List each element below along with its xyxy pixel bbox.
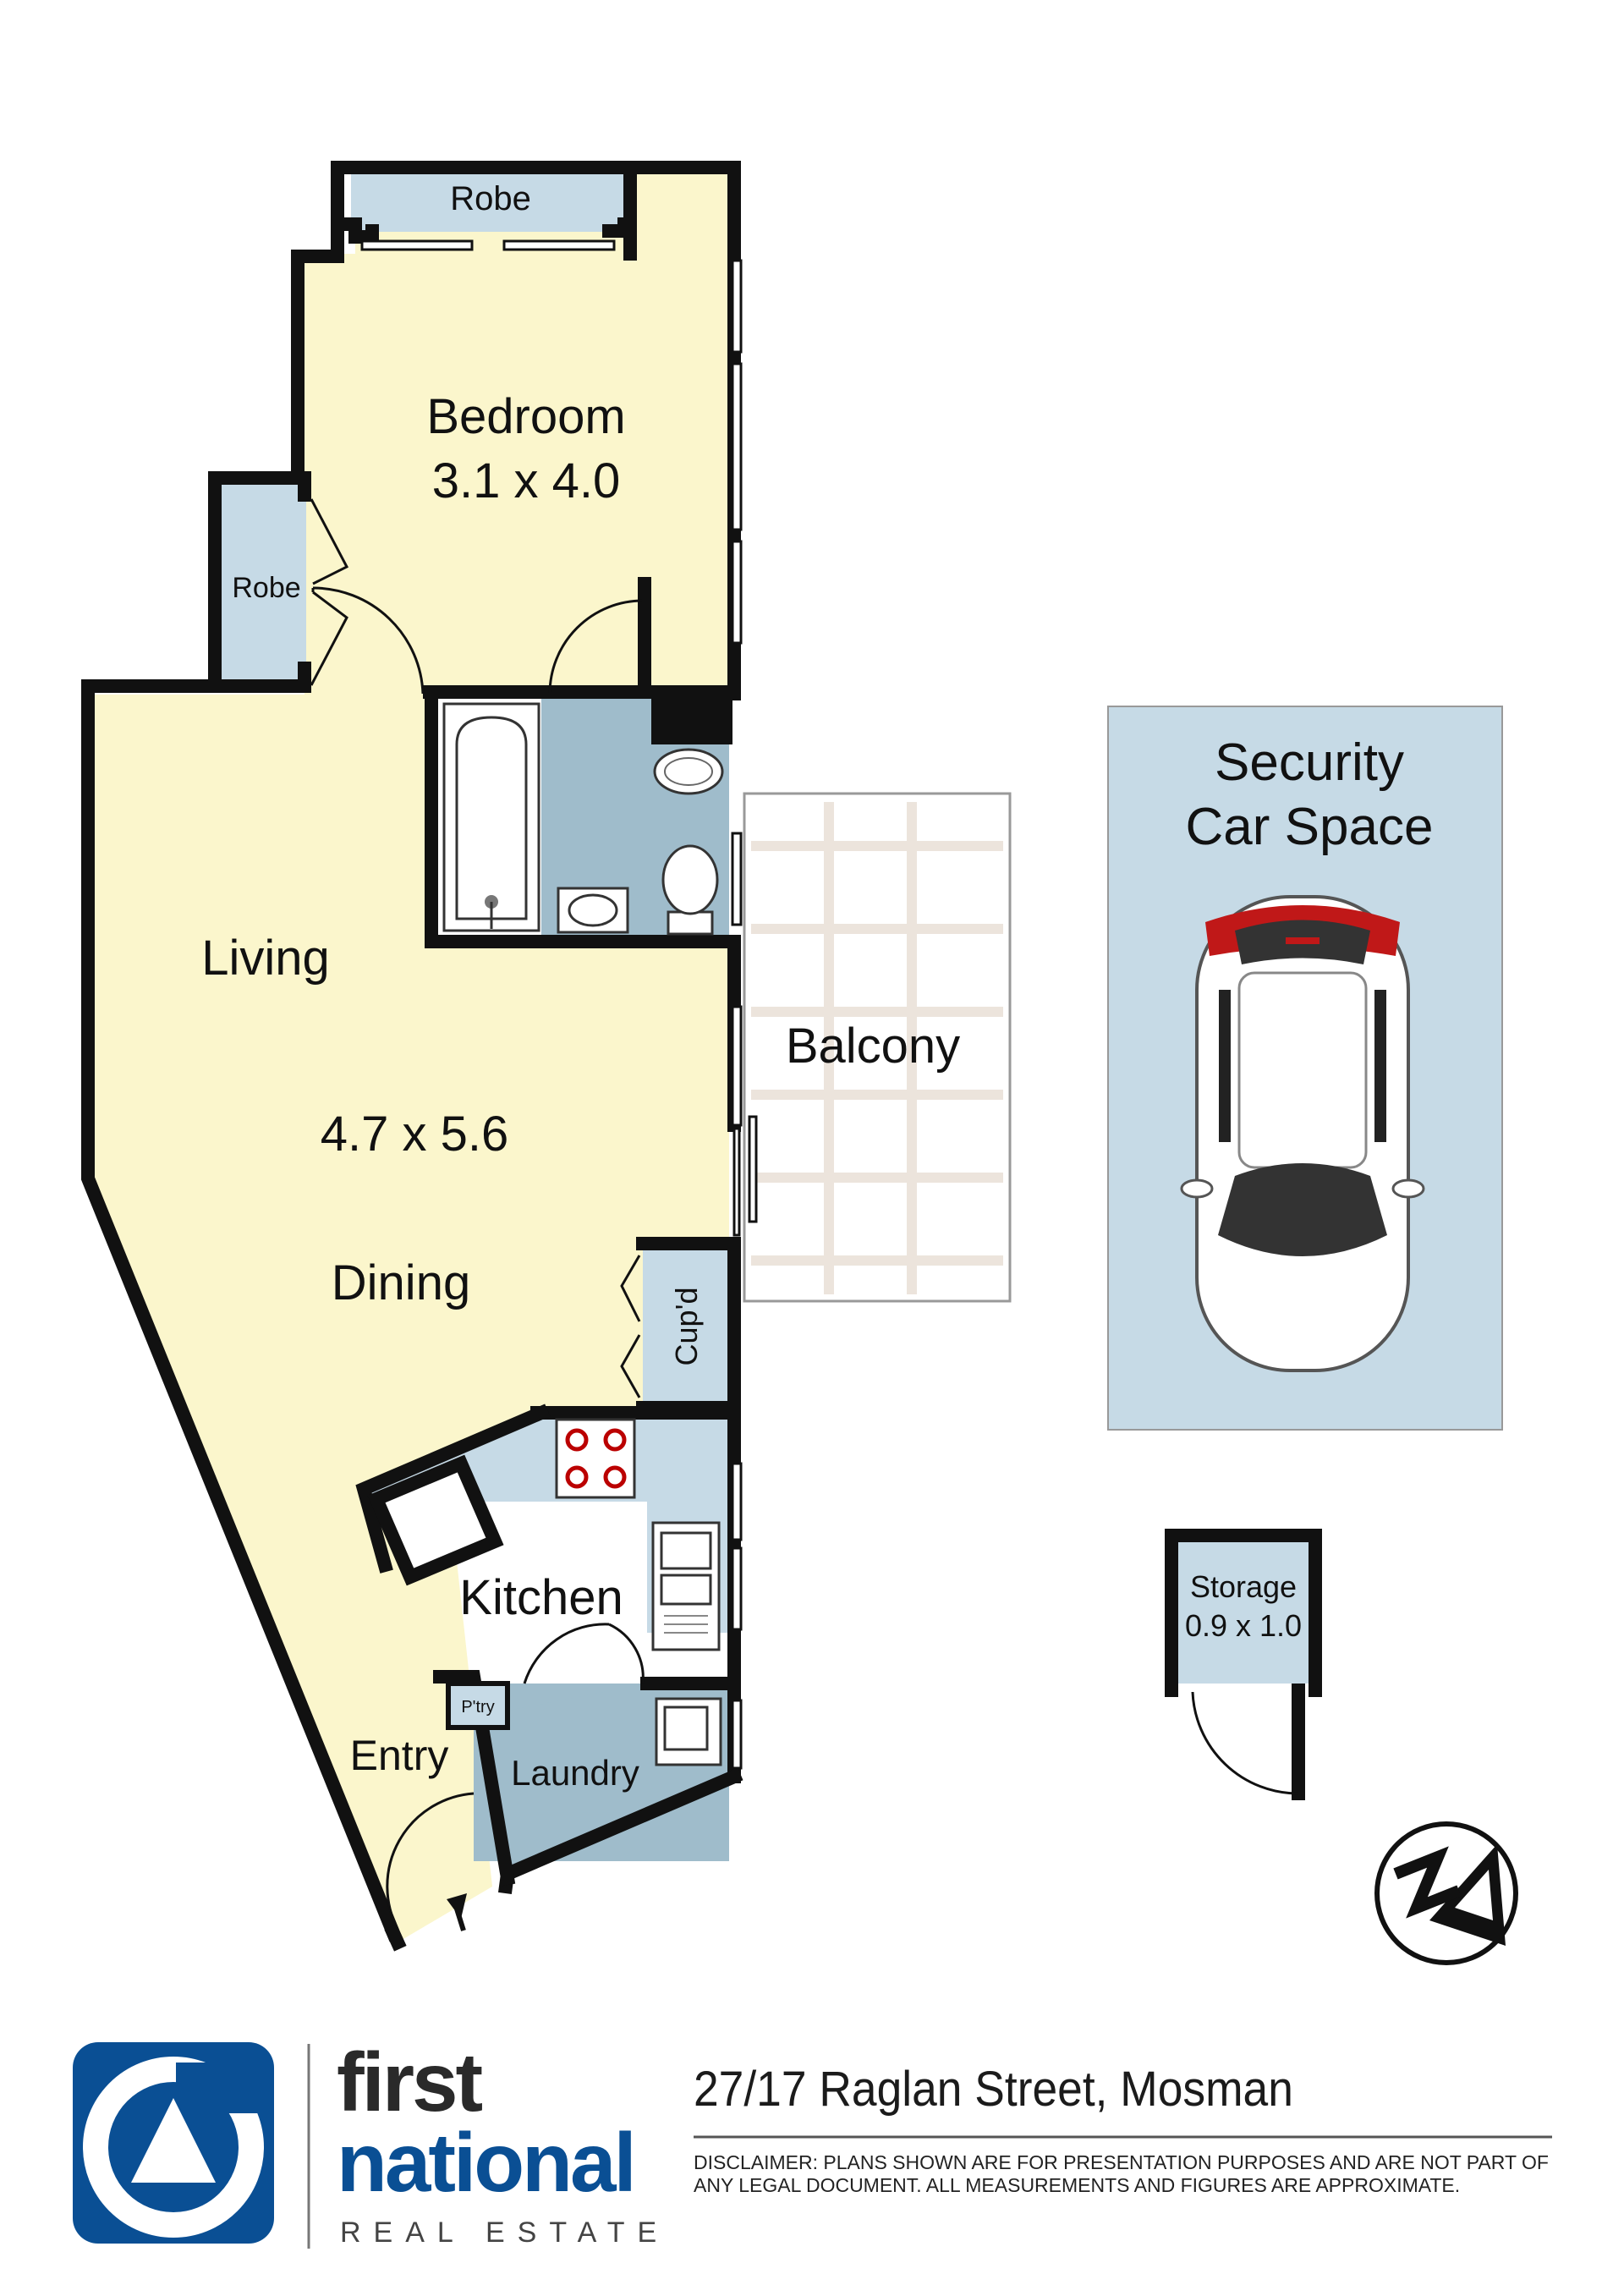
robe-side-fill (215, 484, 306, 685)
pantry-label: P'try (461, 1698, 494, 1717)
robe-side-label: Robe (232, 572, 300, 604)
living-dining-floor (89, 695, 729, 1942)
bathtub-icon (442, 702, 540, 932)
balcony-label: Balcony (786, 1019, 960, 1074)
robe-side-doors (310, 498, 349, 686)
kitchen-label: Kitchen (459, 1570, 623, 1625)
pantry-box (446, 1681, 510, 1730)
car-icon (1180, 895, 1425, 1372)
storage-door-swing (1191, 1691, 1299, 1795)
cupboard-fill (643, 1249, 727, 1403)
kitchen-island-wall (355, 1403, 551, 1574)
entry-wall (433, 1670, 516, 1887)
dining-label: Dining (332, 1255, 470, 1310)
balcony-tiles (751, 802, 1003, 1294)
laundry-label: Laundry (511, 1753, 639, 1793)
cooktop-icon (555, 1418, 636, 1499)
robe-side-wall-bottom (208, 662, 311, 693)
bathroom-wall (425, 685, 741, 948)
entry-arrow-icon (447, 1893, 467, 1931)
bedroom-floor (300, 168, 729, 695)
robe-side-wall (208, 471, 311, 502)
windows (731, 259, 743, 1770)
storage-fill (1166, 1530, 1314, 1684)
door-swings (311, 586, 645, 1930)
brand-first: first (337, 2035, 483, 2128)
cupboard-label: Cup'd (669, 1288, 704, 1366)
bath-basin-icon (653, 748, 724, 795)
vanity-basin-icon (557, 887, 629, 934)
storage-label: Storage (1190, 1569, 1297, 1604)
compass-icon (1374, 1821, 1518, 1965)
property-address: 27/17 Raglan Street, Mosman (694, 2062, 1293, 2117)
brand-logo-icon (73, 2042, 274, 2244)
robe-top-wall-right (602, 217, 637, 238)
living-label: Living (201, 931, 330, 986)
balcony-floor (743, 792, 1012, 1303)
car-space-label-1: Security (1215, 733, 1404, 792)
kitchen-sink-icon (651, 1521, 721, 1651)
bath-cupboard-block (651, 692, 732, 744)
disclaimer: DISCLAIMER: PLANS SHOWN ARE FOR PRESENTA… (694, 2151, 1549, 2196)
bedroom-label: Bedroom (426, 389, 625, 444)
robe-sliding-doors (360, 239, 616, 251)
entry-label: Entry (350, 1732, 449, 1779)
toilet-icon (661, 844, 719, 936)
robe-top-label: Robe (450, 180, 531, 217)
brand-real-estate: REAL ESTATE (340, 2216, 670, 2249)
balcony-slider (748, 1115, 758, 1223)
fridge-icon (367, 1454, 504, 1586)
storage-size: 0.9 x 1.0 (1185, 1608, 1302, 1643)
robe-top-fill (351, 168, 632, 232)
living-dining-size: 4.7 x 5.6 (321, 1107, 508, 1162)
storage-wall (1165, 1529, 1322, 1697)
laundry-tub-icon (655, 1697, 722, 1766)
cupboard-doors (620, 1255, 641, 1398)
car-space-label-2: Car Space (1186, 798, 1434, 856)
entry-wall-end (384, 1924, 407, 1952)
bedroom-size: 3.1 x 4.0 (432, 453, 620, 508)
robe-top-wall (331, 161, 379, 244)
brand-national: national (337, 2116, 637, 2209)
